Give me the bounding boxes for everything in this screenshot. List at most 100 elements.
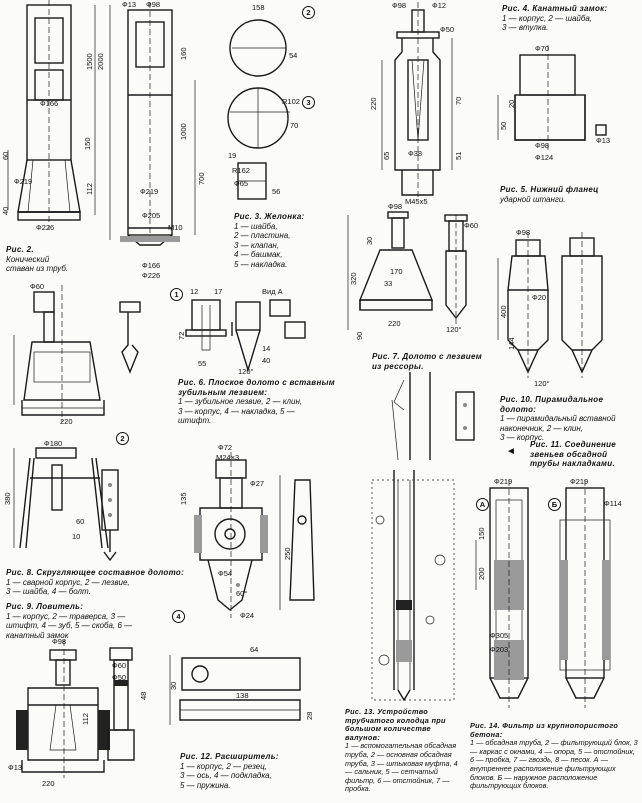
fig13-line-1: 1 — вспомогательная обсадная труба, 2 — … — [345, 741, 458, 794]
fig14-line-1: 1 — обсадная труба, 2 — фильтрующий блок… — [470, 738, 638, 791]
dim-fig10-144: 144 — [507, 337, 516, 350]
fig5-caption: Рис. 5. Нижний фланец ударной штанги. — [500, 185, 636, 204]
fig9-drawing — [13, 447, 119, 562]
dim-fig7-98: Ф98 — [388, 202, 403, 211]
dim-fig12b-28: 28 — [305, 711, 314, 720]
dim-fig2-166: Ф166 — [40, 99, 59, 108]
fig3-line-1: 1 — шайба, — [234, 221, 278, 231]
dim-fig7-60: Ф60 — [464, 221, 479, 230]
fig3-line-3: 3 — клапан, — [234, 240, 280, 250]
fig4-title: Рис. 4. Канатный замок: — [502, 4, 608, 13]
fig2-title: Рис. 2. — [6, 245, 34, 254]
fig2-caption: Рис. 2. Конический ставан из труб. — [6, 245, 86, 274]
fig3-line-2: 2 — пластина, — [234, 231, 291, 240]
fig10-line-1: 1 — пирамидальный вставной наконечник, 2… — [500, 414, 616, 433]
dim-fig8-10: 10 — [72, 532, 81, 541]
fig9-caption: Рис. 9. Ловитель: 1 — корпус, 2 — травер… — [6, 602, 176, 640]
dim-fig3-70: 70 — [290, 121, 299, 130]
dim-fig9-13: Ф13 — [8, 763, 23, 772]
dim-fig14-219b: Ф219 — [570, 477, 589, 486]
dim-fig14-150: 150 — [477, 527, 486, 540]
fig2-line-1: Конический — [6, 254, 50, 264]
dim-fig8-220: 220 — [60, 417, 73, 426]
fig8-drawing — [13, 285, 141, 422]
fig10-line-2: 3 — корпус. — [500, 433, 545, 442]
dim-fig9-60: Ф60 — [112, 661, 127, 670]
fig3-line-5: 5 — накладка. — [234, 259, 288, 269]
dim-fig12-m24: M24×3 — [216, 453, 240, 462]
fig6-caption: Рис. 6. Плоское долото с вставным зубиль… — [178, 378, 358, 426]
dim-fig5-20: 20 — [507, 99, 516, 108]
dim-fig12-250: 250 — [283, 547, 292, 560]
fig4-drawing — [381, 2, 453, 200]
dim-fig5-13: Ф13 — [596, 136, 611, 145]
fig11-caption: Рис. 11. Соединение звеньев обсадной тру… — [530, 440, 638, 469]
dim-fig2-226: Ф226 — [36, 223, 55, 232]
dim-fig9-98: Ф98 — [52, 637, 67, 646]
fig-pyramid-drawing — [497, 232, 603, 378]
fig13-caption: Рис. 13. Устройство трубчатого колодца п… — [345, 707, 465, 794]
dim-fig9-48: 48 — [139, 691, 148, 700]
dim-fig12-24: Ф24 — [240, 611, 255, 620]
dim-fig3-54: 54 — [289, 51, 298, 60]
dim-fig12-60deg: 60° — [236, 589, 248, 598]
fig8-title: Рис. 8. Скругляющее составное долото: — [6, 568, 185, 577]
dim-fig3-158: 158 — [252, 3, 265, 12]
dim-fig2-2000: 2000 — [96, 53, 105, 70]
dim-fig4-70: 70 — [454, 96, 463, 105]
fig12-title: Рис. 12. Расширитель: — [180, 752, 279, 761]
dim-fig12-54: Ф54 — [218, 569, 233, 578]
dim-fig6-72: 72 — [177, 331, 186, 340]
dim-fig5-124: Ф124 — [535, 153, 554, 162]
dim-fig4-12: Ф12 — [432, 1, 447, 10]
dim-fig2-60: 60 — [1, 151, 10, 160]
marker-4-fig12: 4 — [172, 610, 185, 623]
dim-fig6-40: 40 — [262, 356, 271, 365]
fig12-drawing — [194, 452, 315, 618]
dim-fig4-51: 51 — [454, 151, 463, 160]
fig10-drawing — [16, 640, 135, 778]
marker-2-fig3: 2 — [302, 6, 315, 19]
fig9-title: Рис. 9. Ловитель: — [6, 602, 84, 611]
dim-fig3-19: 19 — [228, 151, 237, 160]
dim-fig3-r162: R162 — [232, 166, 250, 175]
dim-fig12b-30: 30 — [169, 681, 178, 690]
dim-fig8-380: 380 — [3, 492, 12, 505]
dim-fig3-226: Ф226 — [142, 271, 161, 280]
dim-fig12b-64: 64 — [250, 645, 259, 654]
marker-3-fig3: 3 — [302, 96, 315, 109]
fig12-line-2: 3 — ось, 4 — подкладка, — [180, 771, 272, 780]
dim-fig2-40: 40 — [1, 206, 10, 215]
dim-fig7-120: 120° — [446, 325, 462, 334]
dim-fig3-160: 160 — [179, 47, 188, 60]
fig6-title: Рис. 6. Плоское долото с вставным зубиль… — [178, 378, 335, 397]
dim-fig7-30: 30 — [365, 236, 374, 245]
fig4-line-1: 1 — корпус, 2 — шайба, — [502, 13, 593, 23]
fig3-title: Рис. 3. Желонка: — [234, 212, 305, 221]
dim-fig12b-138: 138 — [236, 691, 249, 700]
fig12-caption: Рис. 12. Расширитель: 1 — корпус, 2 — ре… — [180, 752, 310, 790]
fig10-caption: Рис. 10. Пирамидальное долото: 1 — пирам… — [500, 395, 638, 443]
dim-fig3-219: Ф219 — [140, 187, 159, 196]
dim-fig3-98: Ф98 — [146, 0, 161, 9]
fig4-line-2: 3 — втулка. — [502, 23, 549, 32]
fig8-line-2: 3 — шайба, 4 — болт. — [6, 587, 91, 596]
dim-fig6-120: 120° — [238, 367, 254, 376]
fig3-caption: Рис. 3. Желонка: 1 — шайба, 2 — пластина… — [234, 212, 344, 269]
dim-fig6-vid: Вид А — [262, 287, 283, 296]
dim-fig14-219a: Ф219 — [494, 477, 513, 486]
fig5-line-1: ударной штанги. — [500, 194, 566, 204]
fig13-title: Рис. 13. Устройство трубчатого колодца п… — [345, 707, 446, 742]
fig5-title: Рис. 5. Нижний фланец — [500, 185, 599, 194]
fig11-drawing — [391, 372, 475, 461]
dim-fig7-33: 33 — [384, 279, 393, 288]
dim-fig2-219: Ф219 — [14, 177, 33, 186]
dim-fig10-20: Ф20 — [532, 293, 547, 302]
dim-fig3-700: 700 — [197, 172, 206, 185]
fig12-line-3: 5 — пружина. — [180, 780, 231, 790]
dim-fig12-72: Ф72 — [218, 443, 233, 452]
fig7-title: Рис. 7. Долото с лезвием из рессоры. — [372, 352, 482, 371]
fig8-caption: Рис. 8. Скругляющее составное долото: 1 … — [6, 568, 186, 597]
dim-fig12-135: 135 — [179, 492, 188, 505]
